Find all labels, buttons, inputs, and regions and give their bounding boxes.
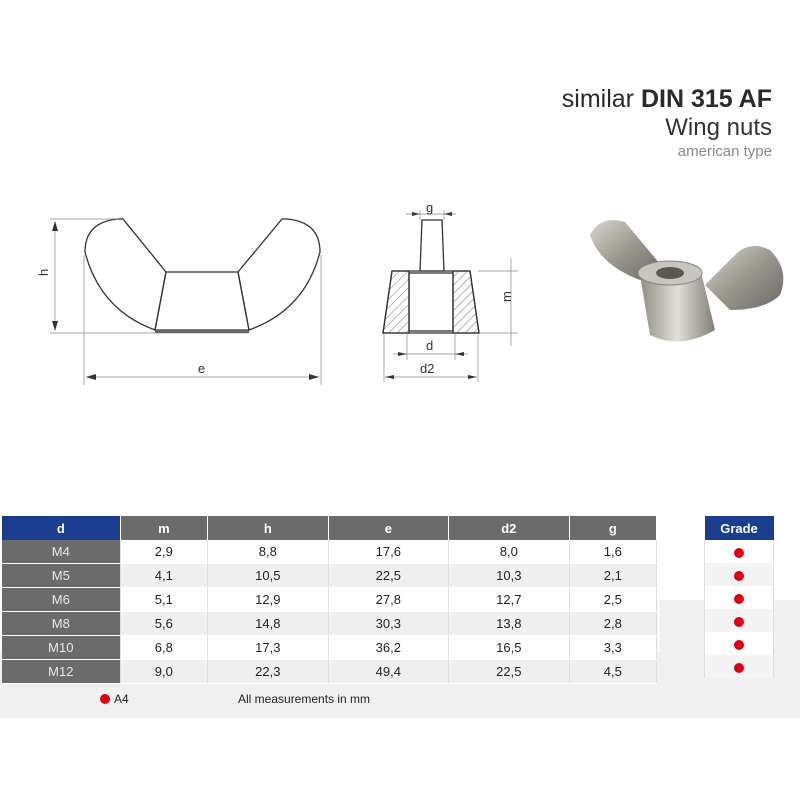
cell-d2: 13,8 (448, 611, 570, 636)
cell-d: M8 (2, 611, 121, 636)
title-prefix: similar (561, 85, 641, 113)
standard-heading: similar DIN 315 AF (562, 84, 772, 114)
grade-cell (704, 632, 774, 655)
grade-header: Grade (704, 516, 774, 540)
side-view (382, 210, 518, 382)
col-header-d2: d2 (448, 516, 570, 540)
technical-drawing: h e g d d2 m (36, 200, 784, 385)
grade-a4-dot-icon (734, 593, 744, 604)
dim-g-label: g (426, 200, 433, 215)
cell-g: 4,5 (569, 659, 658, 684)
cell-h: 14,8 (207, 611, 329, 636)
product-subtitle: american type (677, 143, 772, 160)
col-header-h: h (207, 516, 329, 540)
cell-e: 49,4 (328, 659, 450, 684)
dim-d2-label: d2 (420, 361, 434, 376)
product-name: Wing nuts (665, 114, 772, 141)
cell-m: 5,1 (120, 587, 209, 612)
col-header-e: e (328, 516, 450, 540)
cell-e: 17,6 (328, 540, 450, 564)
cell-e: 30,3 (328, 611, 450, 636)
grade-cell (704, 586, 774, 609)
legend-label: A4 (114, 692, 129, 706)
grade-row (704, 632, 774, 655)
cell-d: M5 (2, 563, 121, 588)
cell-h: 22,3 (207, 659, 329, 684)
cell-d2: 22,5 (448, 659, 570, 684)
table-header-row: d m h e d2 g (2, 516, 658, 540)
cell-m: 5,6 (120, 611, 209, 636)
col-header-g: g (569, 516, 658, 540)
dim-m-label: m (499, 291, 514, 302)
grade-row (704, 540, 774, 563)
col-header-m: m (120, 516, 209, 540)
grade-cell (704, 540, 774, 563)
grade-row (704, 563, 774, 586)
cell-h: 10,5 (207, 563, 329, 588)
wing-nut-photo (590, 220, 784, 342)
cell-m: 4,1 (120, 563, 209, 588)
cell-d: M4 (2, 540, 121, 564)
front-view (50, 218, 322, 385)
grade-a4-dot-icon (734, 662, 744, 673)
cell-h: 8,8 (207, 540, 329, 564)
grade-row (704, 609, 774, 632)
cell-e: 22,5 (328, 563, 450, 588)
dim-e-label: e (198, 361, 205, 376)
cell-d: M12 (2, 659, 121, 684)
cell-d2: 16,5 (448, 635, 570, 660)
cell-g: 2,1 (569, 563, 658, 588)
title-standard: DIN 315 AF (640, 85, 772, 113)
cell-m: 9,0 (120, 659, 209, 684)
cell-m: 6,8 (120, 635, 209, 660)
cell-e: 36,2 (328, 635, 450, 660)
cell-e: 27,8 (328, 587, 450, 612)
dim-h-label: h (36, 269, 51, 276)
cell-d2: 8,0 (448, 540, 570, 564)
a4-dot-icon (100, 694, 110, 704)
legend: A4 (100, 692, 129, 706)
grade-table: Grade (704, 516, 774, 678)
col-header-d: d (2, 516, 121, 540)
cell-h: 17,3 (207, 635, 329, 660)
grade-cell (704, 655, 774, 678)
cell-d: M6 (2, 587, 121, 612)
grade-a4-dot-icon (734, 616, 744, 627)
cell-m: 2,9 (120, 540, 209, 564)
cell-h: 12,9 (207, 587, 329, 612)
cell-d: M10 (2, 635, 121, 660)
cell-g: 2,5 (569, 587, 658, 612)
cell-d2: 10,3 (448, 563, 570, 588)
cell-d2: 12,7 (448, 587, 570, 612)
cell-g: 2,8 (569, 611, 658, 636)
measurement-note: All measurements in mm (238, 692, 371, 706)
grade-row (704, 586, 774, 609)
grade-cell (704, 563, 774, 586)
product-title: similar DIN 315 AF Wing nuts american ty… (562, 84, 772, 162)
grade-a4-dot-icon (734, 570, 744, 581)
cell-g: 3,3 (569, 635, 658, 660)
grade-row (704, 655, 774, 678)
dim-d-label: d (426, 338, 433, 353)
grade-a4-dot-icon (734, 547, 744, 558)
cell-g: 1,6 (569, 540, 658, 564)
grade-a4-dot-icon (734, 639, 744, 650)
grade-cell (704, 609, 774, 632)
